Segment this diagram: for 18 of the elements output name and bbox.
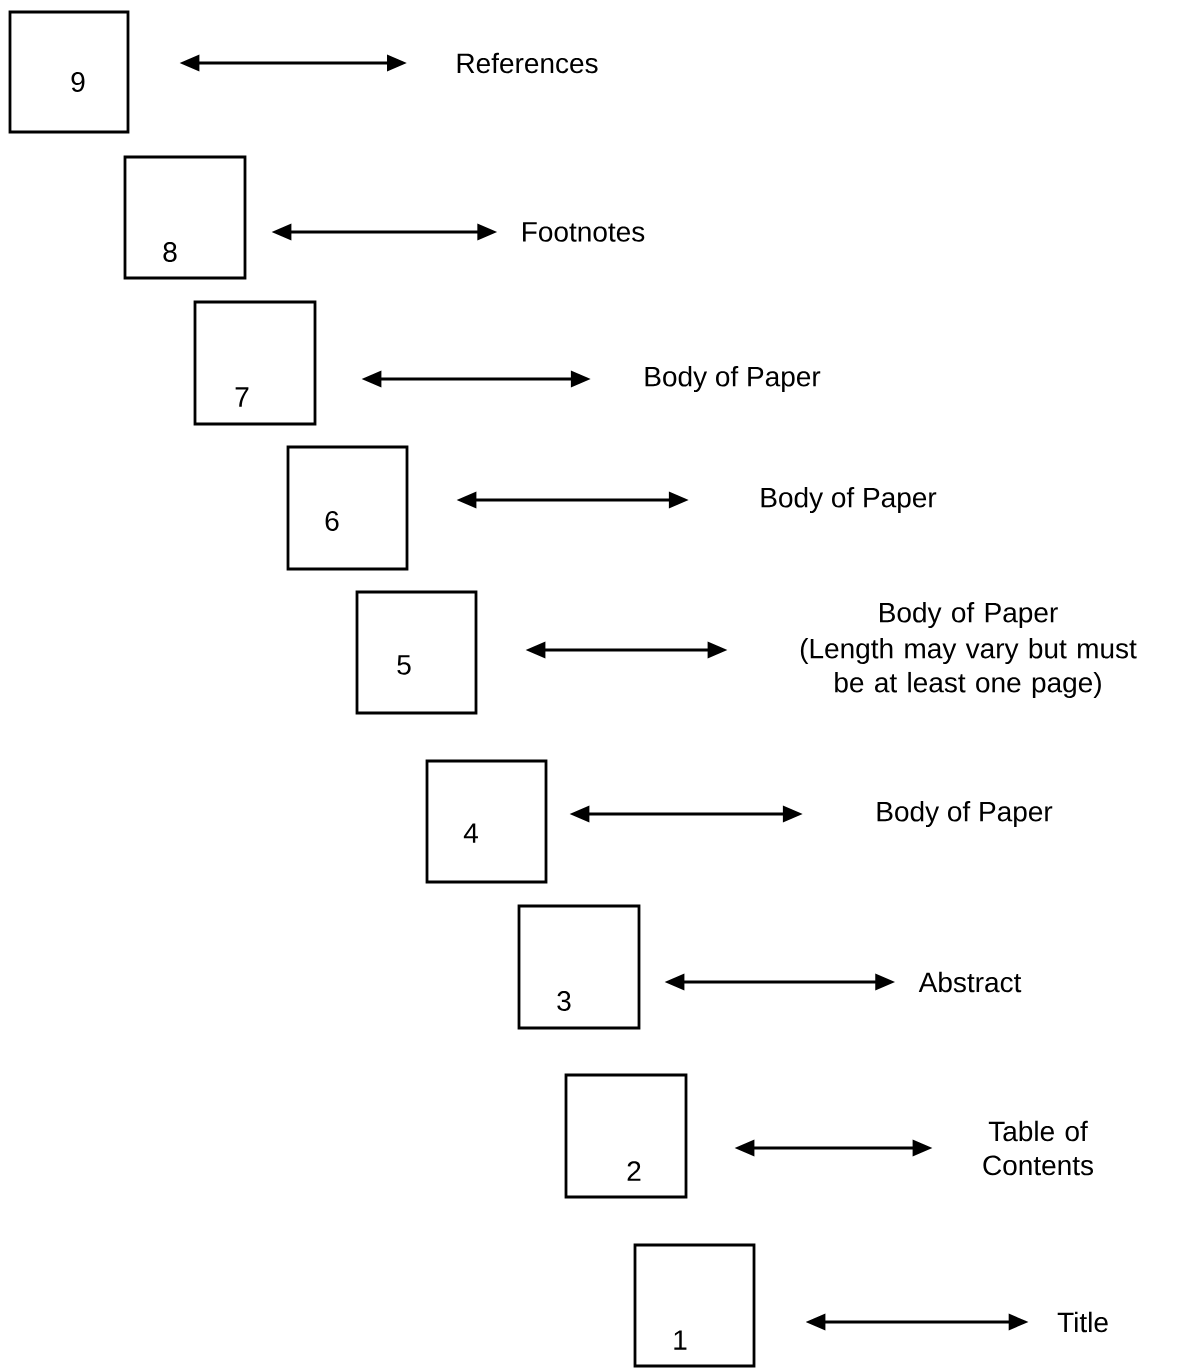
page-box: 3 — [517, 904, 641, 1030]
section-label: Table of Contents — [983, 1120, 1093, 1176]
page-box: 2 — [564, 1073, 688, 1199]
page-box: 8 — [123, 155, 247, 280]
section-label: Body of Paper — [877, 800, 1053, 828]
section-label: Abstract — [918, 971, 1022, 993]
page-box: 1 — [633, 1243, 756, 1368]
section-label: Body of Paper — [645, 365, 821, 393]
section-label: Title — [1057, 1311, 1108, 1333]
section-label: Body of Paper (Length may vary but must be at least one page) — [800, 601, 1137, 699]
page-box: 6 — [286, 445, 409, 571]
section-label: References — [457, 52, 598, 74]
page-box: 9 — [8, 10, 130, 134]
page-box: 7 — [193, 300, 317, 426]
page-box: 4 — [425, 759, 548, 884]
section-label: Body of Paper — [761, 486, 937, 514]
page-box: 5 — [355, 590, 478, 715]
section-label: Footnotes — [523, 222, 645, 242]
